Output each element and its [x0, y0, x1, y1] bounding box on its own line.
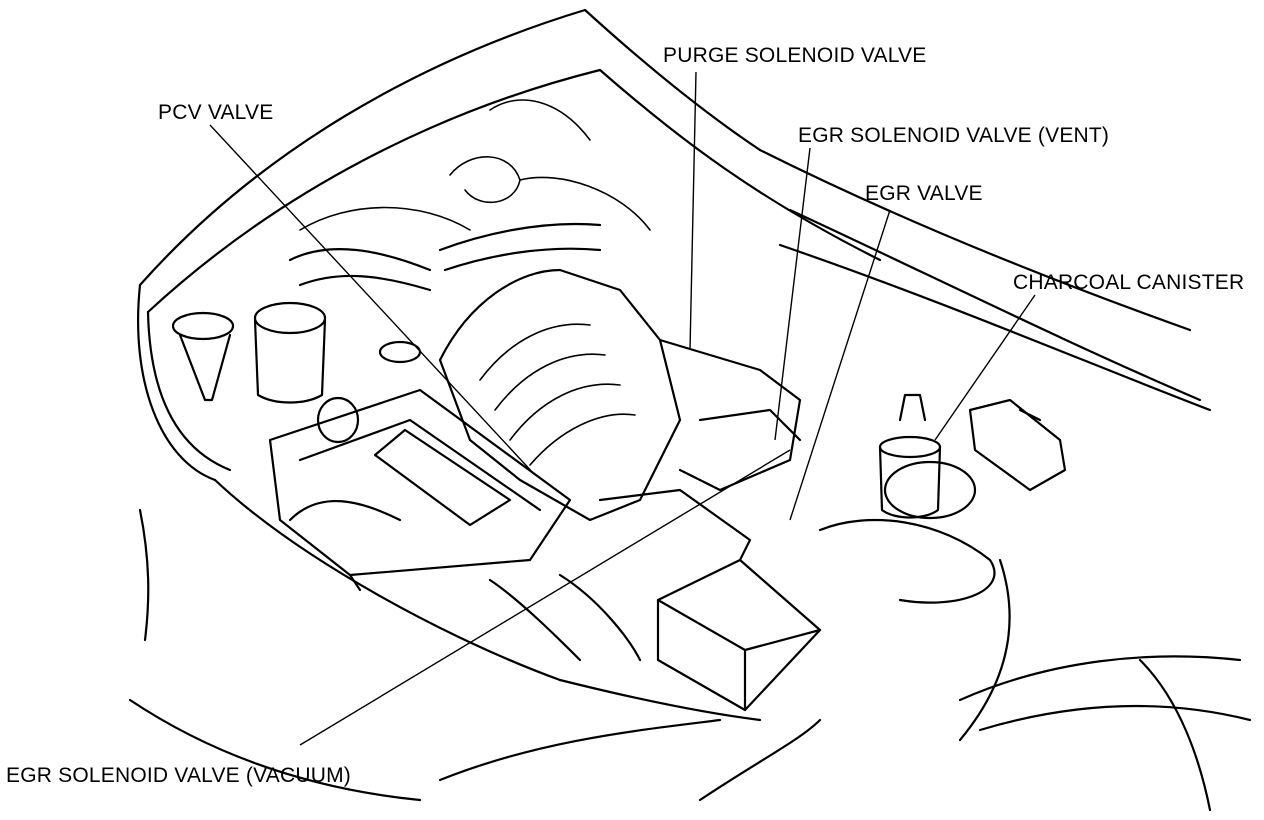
egr-solenoid-valve-vent-label: EGR SOLENOID VALVE (VENT) [798, 124, 1110, 147]
purge-solenoid-valve-label: PURGE SOLENOID VALVE [663, 44, 927, 67]
pcv-valve-label: PCV VALVE [158, 101, 274, 124]
egr-solenoid-valve-vacuum-label: EGR SOLENOID VALVE (VACUUM) [6, 764, 351, 787]
egr-valve-label: EGR VALVE [865, 182, 983, 205]
charcoal-canister-label: CHARCOAL CANISTER [1013, 271, 1245, 294]
